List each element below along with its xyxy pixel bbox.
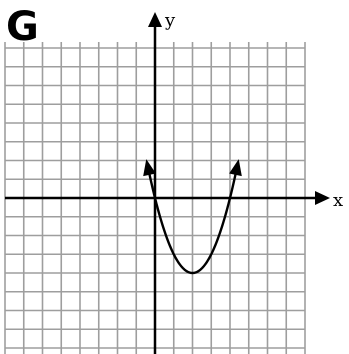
axes (5, 12, 330, 354)
curve-left-arrow-icon (143, 159, 156, 177)
x-axis-arrow-icon (315, 191, 330, 205)
y-axis-label: y (164, 10, 176, 31)
x-axis-label: x (333, 190, 343, 211)
panel-label: G (6, 4, 39, 50)
curve-right-arrow-icon (229, 159, 242, 177)
parabola-curve (146, 164, 239, 275)
y-axis-arrow-icon (148, 12, 162, 27)
